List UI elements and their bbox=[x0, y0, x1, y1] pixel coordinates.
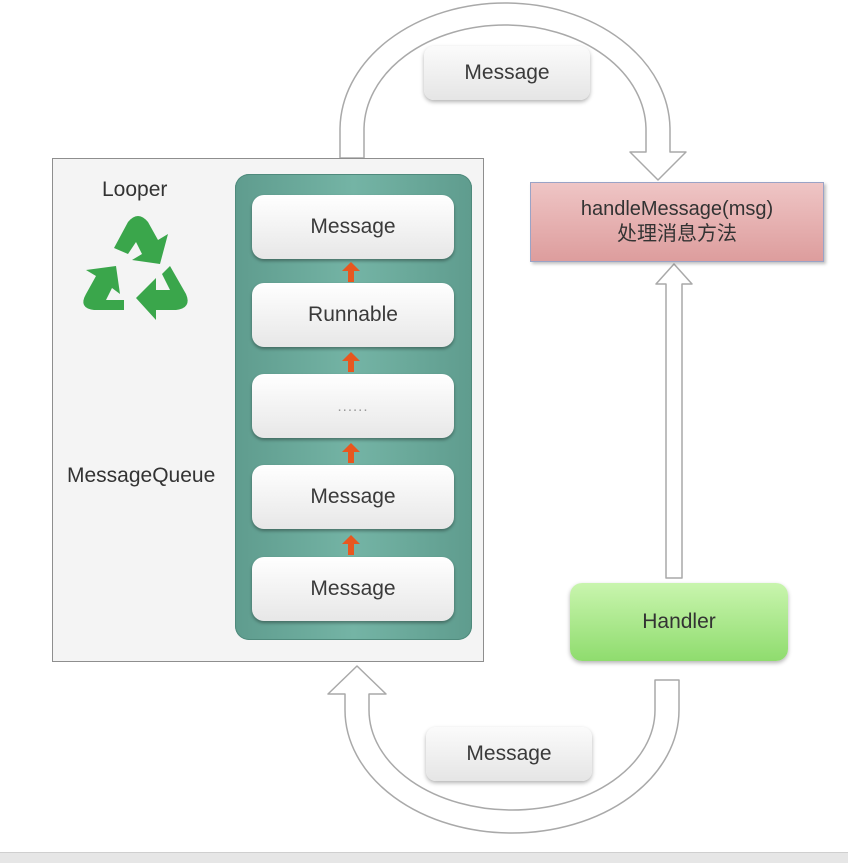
queue-up-arrow-icon bbox=[342, 352, 360, 372]
queue-up-arrow-icon bbox=[342, 262, 360, 282]
handle-message-description: 处理消息方法 bbox=[617, 223, 737, 245]
top-message-pill: Message bbox=[424, 46, 590, 100]
looper-label: Looper bbox=[102, 178, 168, 201]
bottom-message-pill: Message bbox=[426, 727, 592, 781]
handle-message-box: handleMessage(msg) 处理消息方法 bbox=[530, 182, 824, 262]
queue-item-runnable: Runnable bbox=[252, 283, 454, 347]
queue-item-message: Message bbox=[252, 465, 454, 529]
handler-label: Handler bbox=[642, 610, 716, 633]
queue-up-arrow-icon bbox=[342, 443, 360, 463]
handle-message-signature: handleMessage(msg) bbox=[580, 198, 774, 220]
message-queue-label: MessageQueue bbox=[67, 464, 216, 487]
handler-up-arrow bbox=[655, 263, 693, 579]
top-curved-arrow bbox=[339, 2, 687, 181]
recycle-icon bbox=[83, 216, 188, 320]
bottom-curved-arrow bbox=[327, 665, 680, 834]
queue-item-ellipsis: ...... bbox=[252, 374, 454, 438]
bottom-divider bbox=[0, 852, 848, 863]
queue-item-message: Message bbox=[252, 557, 454, 621]
queue-up-arrow-icon bbox=[342, 535, 360, 555]
queue-item-message: Message bbox=[252, 195, 454, 259]
handler-box: Handler bbox=[570, 583, 788, 661]
